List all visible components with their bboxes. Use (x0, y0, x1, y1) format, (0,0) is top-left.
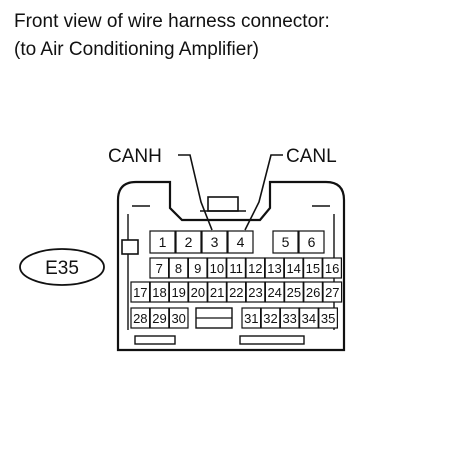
pin-cell-6 (298, 230, 325, 254)
pin-label-7: 7 (156, 261, 163, 276)
bottom-rail-left (134, 335, 176, 345)
pin-label-31: 31 (244, 311, 258, 326)
pin-label-13: 13 (267, 261, 281, 276)
pin-label-32: 32 (263, 311, 277, 326)
diagram-title-line-1: Front view of wire harness connector: (14, 11, 330, 32)
pin-cell-27 (322, 281, 343, 303)
pin-label-30: 30 (171, 311, 185, 326)
pin-label-9: 9 (194, 261, 201, 276)
pin-label-6: 6 (308, 234, 316, 250)
pin-cell-16 (322, 257, 342, 279)
pin-label-5: 5 (282, 234, 290, 250)
pin-label-17: 17 (133, 285, 147, 300)
pin-cell-4 (227, 230, 254, 254)
pin-label-23: 23 (248, 285, 262, 300)
canl-label: CANL (286, 146, 337, 167)
side-clip (121, 239, 139, 255)
pin-label-14: 14 (286, 261, 300, 276)
pin-label-10: 10 (210, 261, 224, 276)
pin-label-1: 1 (159, 234, 167, 250)
pin-label-18: 18 (152, 285, 166, 300)
pin-cell-9 (187, 257, 208, 279)
connector-id-label: E35 (45, 258, 79, 279)
pin-label-34: 34 (302, 311, 316, 326)
pin-label-21: 21 (210, 285, 224, 300)
pin-cell-1 (149, 230, 176, 254)
pin-label-29: 29 (152, 311, 166, 326)
pin-cell-2 (175, 230, 202, 254)
canh-label: CANH (108, 146, 162, 167)
canl-leader-line (244, 154, 283, 231)
pin-label-35: 35 (321, 311, 335, 326)
pin-label-2: 2 (185, 234, 193, 250)
pin-label-12: 12 (248, 261, 262, 276)
pin-label-27: 27 (325, 285, 339, 300)
canh-leader-line (178, 154, 213, 231)
pin-label-3: 3 (211, 234, 219, 250)
pin-label-24: 24 (267, 285, 281, 300)
pin-label-33: 33 (282, 311, 296, 326)
pin-label-8: 8 (175, 261, 182, 276)
pin-label-15: 15 (306, 261, 320, 276)
pin-label-26: 26 (306, 285, 320, 300)
pin-cell-30 (168, 307, 189, 329)
pin-cell-3 (201, 230, 228, 254)
pin-cell-35 (318, 307, 338, 329)
connector-housing (116, 180, 346, 352)
pin-label-19: 19 (171, 285, 185, 300)
pin-label-11: 11 (229, 261, 243, 276)
connector-id-bubble (19, 248, 105, 286)
pin-label-28: 28 (133, 311, 147, 326)
pin-label-16: 16 (325, 261, 339, 276)
pin-label-20: 20 (191, 285, 205, 300)
pin-cell-19 (168, 281, 189, 303)
bottom-rail-right (239, 335, 305, 345)
pin-label-22: 22 (229, 285, 243, 300)
diagram-title-line-2: (to Air Conditioning Amplifier) (14, 39, 259, 60)
pin-label-4: 4 (237, 234, 245, 250)
pin-cell-5 (272, 230, 299, 254)
connector-latch (207, 196, 239, 212)
pin-label-25: 25 (287, 285, 301, 300)
